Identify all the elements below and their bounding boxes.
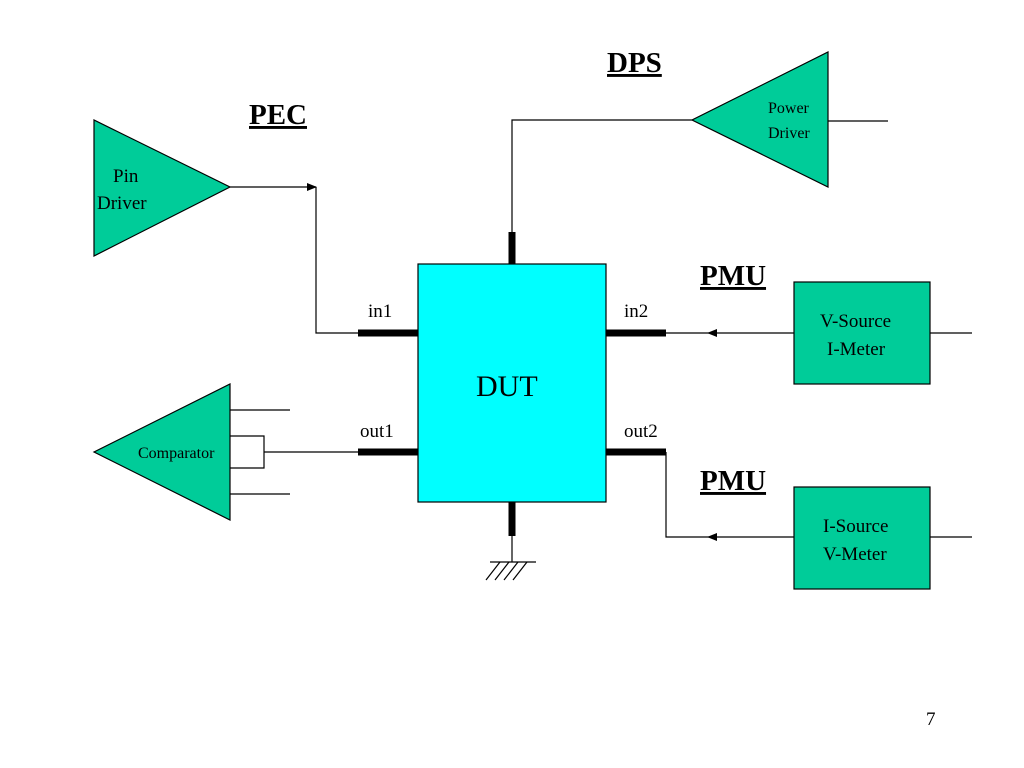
pin-driver-label-line2: Driver [97, 193, 147, 214]
dut-label: DUT [476, 370, 538, 403]
comparator-triangle [92, 383, 231, 521]
vsource-box [793, 281, 931, 385]
vsource-label-line2: I-Meter [827, 339, 886, 360]
isource-vmeter: I-Source V-Meter [793, 486, 931, 590]
comparator: Comparator [92, 383, 231, 521]
comparator-input-bracket [230, 435, 265, 469]
power-driver-to-dut-wire [511, 119, 692, 232]
pmu-heading-top: PMU [700, 260, 766, 292]
pin-driver-wire-down [315, 187, 358, 334]
vsource-imeter: V-Source I-Meter [793, 281, 931, 385]
power-driver-label-line1: Power [768, 100, 810, 117]
power-driver: Power Driver [690, 51, 829, 188]
page-number: 7 [926, 709, 936, 730]
dut: DUT [358, 232, 666, 536]
pin-label-out2: out2 [624, 421, 658, 442]
isource-label-line2: V-Meter [823, 544, 887, 565]
isource-label-line1: I-Source [823, 516, 888, 537]
pin-label-out1: out1 [360, 421, 394, 442]
isource-box [793, 486, 931, 590]
vsource-label-line1: V-Source [820, 311, 891, 332]
dut-box [417, 263, 607, 503]
pec-heading: PEC [249, 99, 307, 131]
ground-symbol [485, 536, 536, 581]
pin-driver: Pin Driver [93, 119, 232, 257]
power-driver-label-line2: Driver [768, 125, 810, 142]
pin-label-in2: in2 [624, 301, 648, 322]
power-driver-triangle [690, 51, 829, 188]
dps-heading: DPS [607, 47, 662, 79]
pin-driver-label-line1: Pin [113, 166, 139, 187]
comparator-label: Comparator [138, 445, 215, 462]
pmu-heading-bottom: PMU [700, 465, 766, 497]
pin-label-in1: in1 [368, 301, 392, 322]
isource-to-out2-wire-end [665, 452, 708, 538]
pin-driver-triangle [93, 119, 232, 257]
